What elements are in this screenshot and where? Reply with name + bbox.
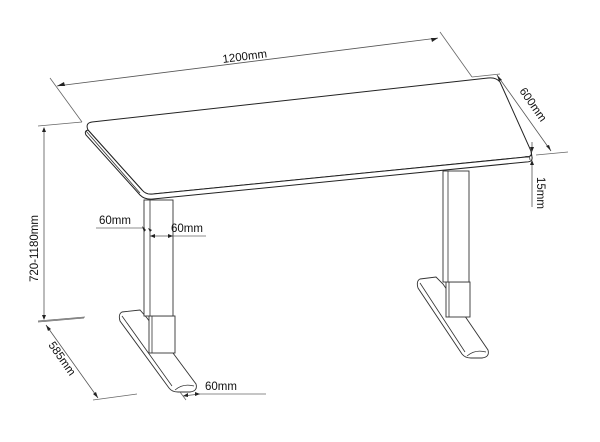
- thickness-label: 15mm: [534, 177, 546, 209]
- foot-width-dimension: 60mm: [179, 381, 266, 401]
- height-label: 720-1180mm: [29, 215, 41, 282]
- leg-side-a-label: 60mm: [99, 215, 131, 227]
- foot-length-dimension: 585mm: [37, 317, 138, 401]
- foot-width-label: 60mm: [205, 381, 237, 393]
- height-dimension: 720-1180mm: [29, 121, 86, 322]
- width-label: 1200mm: [222, 48, 268, 66]
- leg-side-a-dimension: 60mm: [96, 215, 152, 232]
- back-right-leg: [416, 170, 489, 359]
- front-left-leg: [118, 199, 197, 393]
- thickness-dimension: 15mm: [530, 142, 546, 209]
- leg-side-b-dimension: 60mm: [150, 223, 206, 238]
- tabletop: [84, 77, 533, 200]
- depth-label: 600mm: [517, 86, 549, 124]
- foot-length-label: 585mm: [46, 340, 78, 378]
- leg-side-b-label: 60mm: [171, 223, 203, 235]
- width-dimension: 1200mm: [49, 31, 473, 123]
